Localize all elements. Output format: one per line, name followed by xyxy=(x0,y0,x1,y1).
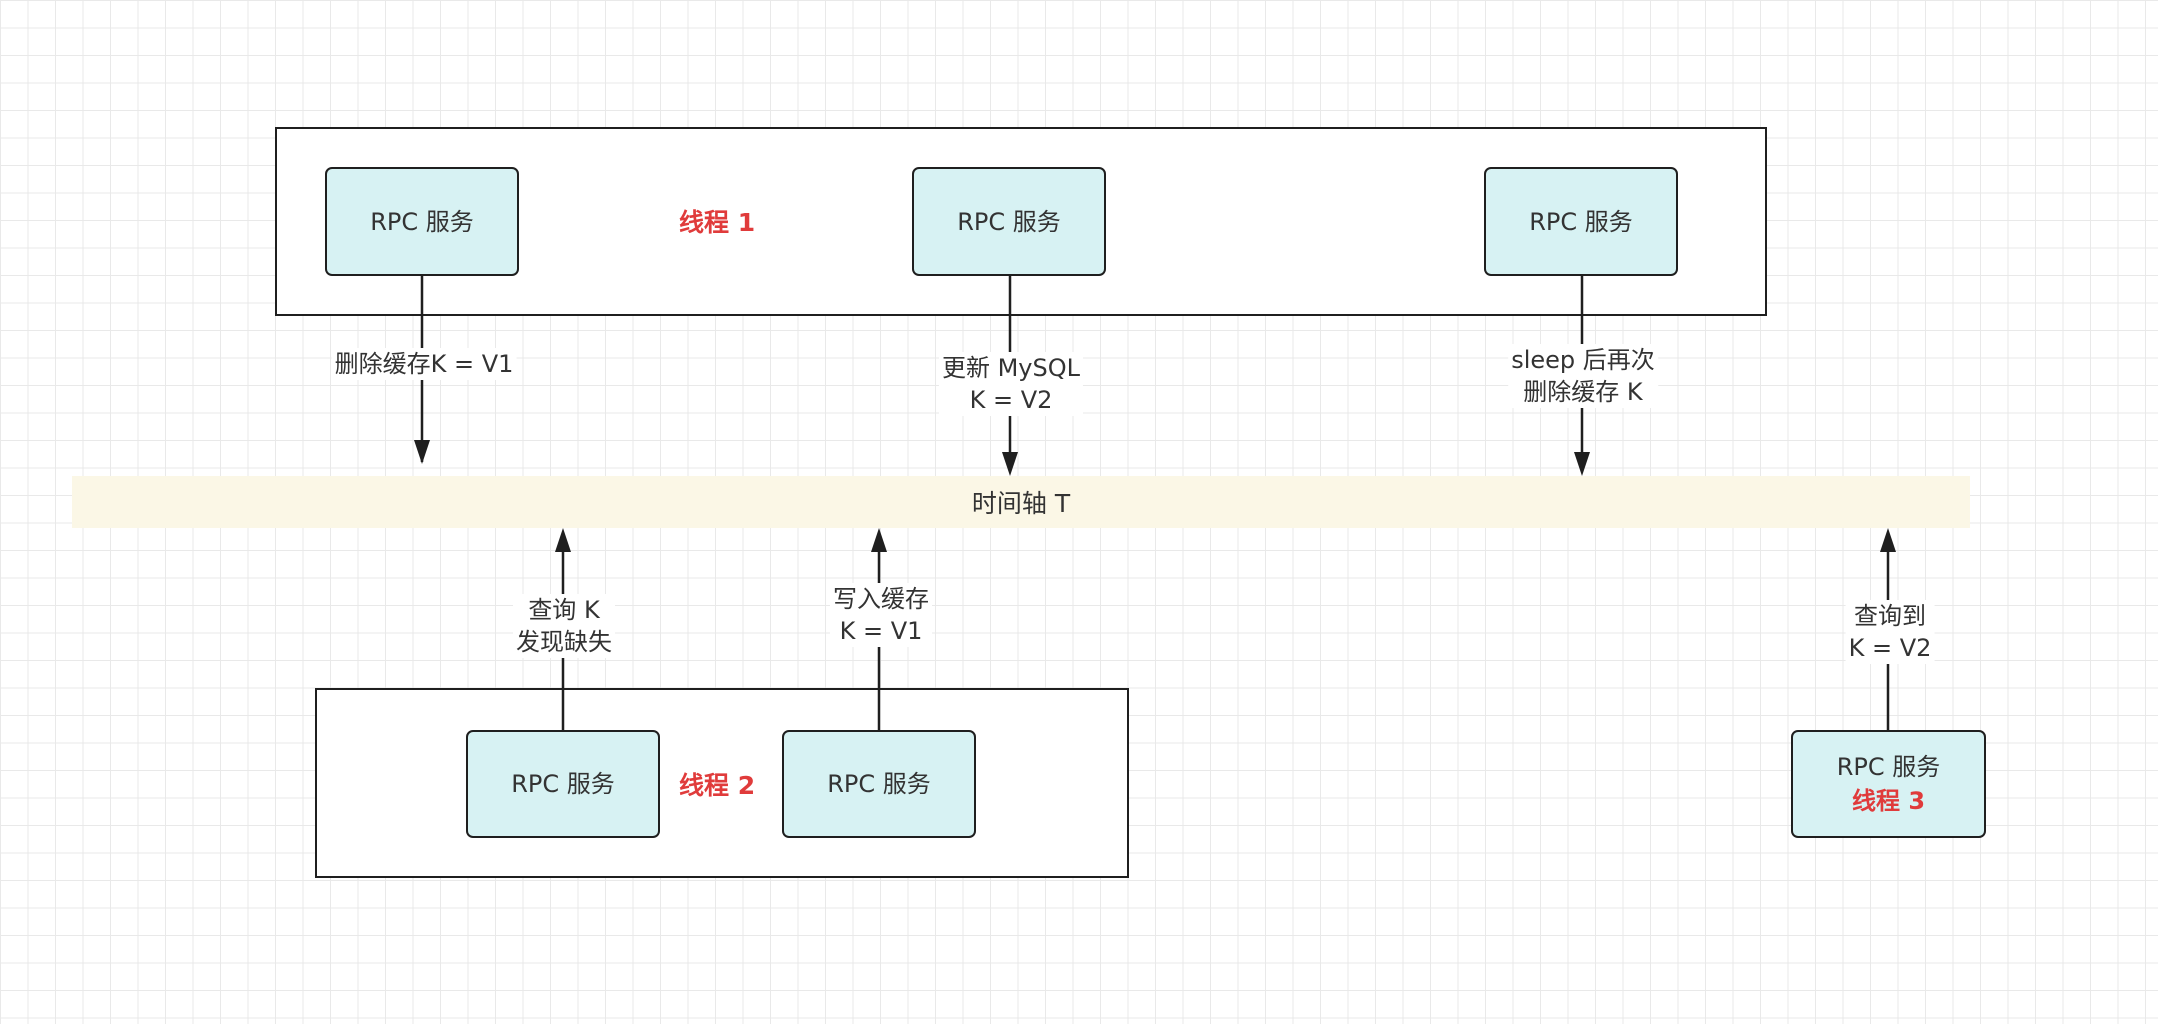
thread2-rpc-node-2[interactable]: RPC 服务 xyxy=(782,730,976,838)
edge-label-line: 更新 MySQL xyxy=(941,354,1081,382)
edge-label-line: 查询到 xyxy=(1853,602,1926,630)
edge-label-write-cache: 写入缓存 K = V1 xyxy=(830,583,932,647)
edge-label-line: 查询 K xyxy=(528,596,600,624)
arrowhead-t1-sleep-delete xyxy=(1574,452,1590,476)
edge-label-line: sleep 后再次 xyxy=(1511,346,1655,374)
thread2-rpc-node-1[interactable]: RPC 服务 xyxy=(466,730,660,838)
node-label: RPC 服务 xyxy=(1836,753,1941,781)
arrowhead-t1-delete-cache xyxy=(414,440,430,464)
edge-label-sleep-delete: sleep 后再次 删除缓存 K xyxy=(1508,344,1658,408)
edge-label-query-missing: 查询 K 发现缺失 xyxy=(513,594,615,658)
thread1-rpc-node-3[interactable]: RPC 服务 xyxy=(1484,167,1678,276)
timeline-bar: 时间轴 T xyxy=(72,476,1970,528)
edge-label-line: K = V2 xyxy=(1848,634,1932,662)
thread2-container xyxy=(315,688,1129,878)
edge-label-line: 写入缓存 xyxy=(833,585,929,613)
timeline-label: 时间轴 T xyxy=(971,489,1071,518)
node-label: RPC 服务 xyxy=(827,770,931,798)
arrowhead-t2-write-cache xyxy=(871,528,887,552)
arrowhead-t3-query xyxy=(1880,528,1896,552)
node-label: RPC 服务 xyxy=(370,207,474,236)
edge-label-line: 删除缓存 K xyxy=(1523,378,1643,406)
arrowhead-t2-query xyxy=(555,528,571,552)
thread3-rpc-node[interactable]: RPC 服务 线程 3 xyxy=(1791,730,1986,838)
edge-label-line: K = V2 xyxy=(969,386,1053,414)
node-label: RPC 服务 xyxy=(511,770,615,798)
node-label: RPC 服务 xyxy=(957,207,1061,236)
edge-label-query-found: 查询到 K = V2 xyxy=(1845,600,1935,664)
thread2-label: 线程 2 xyxy=(679,771,756,800)
edge-label-line: 发现缺失 xyxy=(516,628,612,656)
edge-label-delete-cache: 删除缓存K = V1 xyxy=(331,348,517,380)
node-label: RPC 服务 xyxy=(1529,207,1633,236)
edge-label-line: K = V1 xyxy=(839,617,923,645)
thread1-rpc-node-2[interactable]: RPC 服务 xyxy=(912,167,1106,276)
arrowhead-t1-update-mysql xyxy=(1002,452,1018,476)
thread3-label: 线程 3 xyxy=(1851,787,1926,815)
thread1-rpc-node-1[interactable]: RPC 服务 xyxy=(325,167,519,276)
edge-label-line: 删除缓存K = V1 xyxy=(334,350,514,378)
thread1-label: 线程 1 xyxy=(679,208,756,237)
edge-label-update-mysql: 更新 MySQL K = V2 xyxy=(938,352,1084,416)
